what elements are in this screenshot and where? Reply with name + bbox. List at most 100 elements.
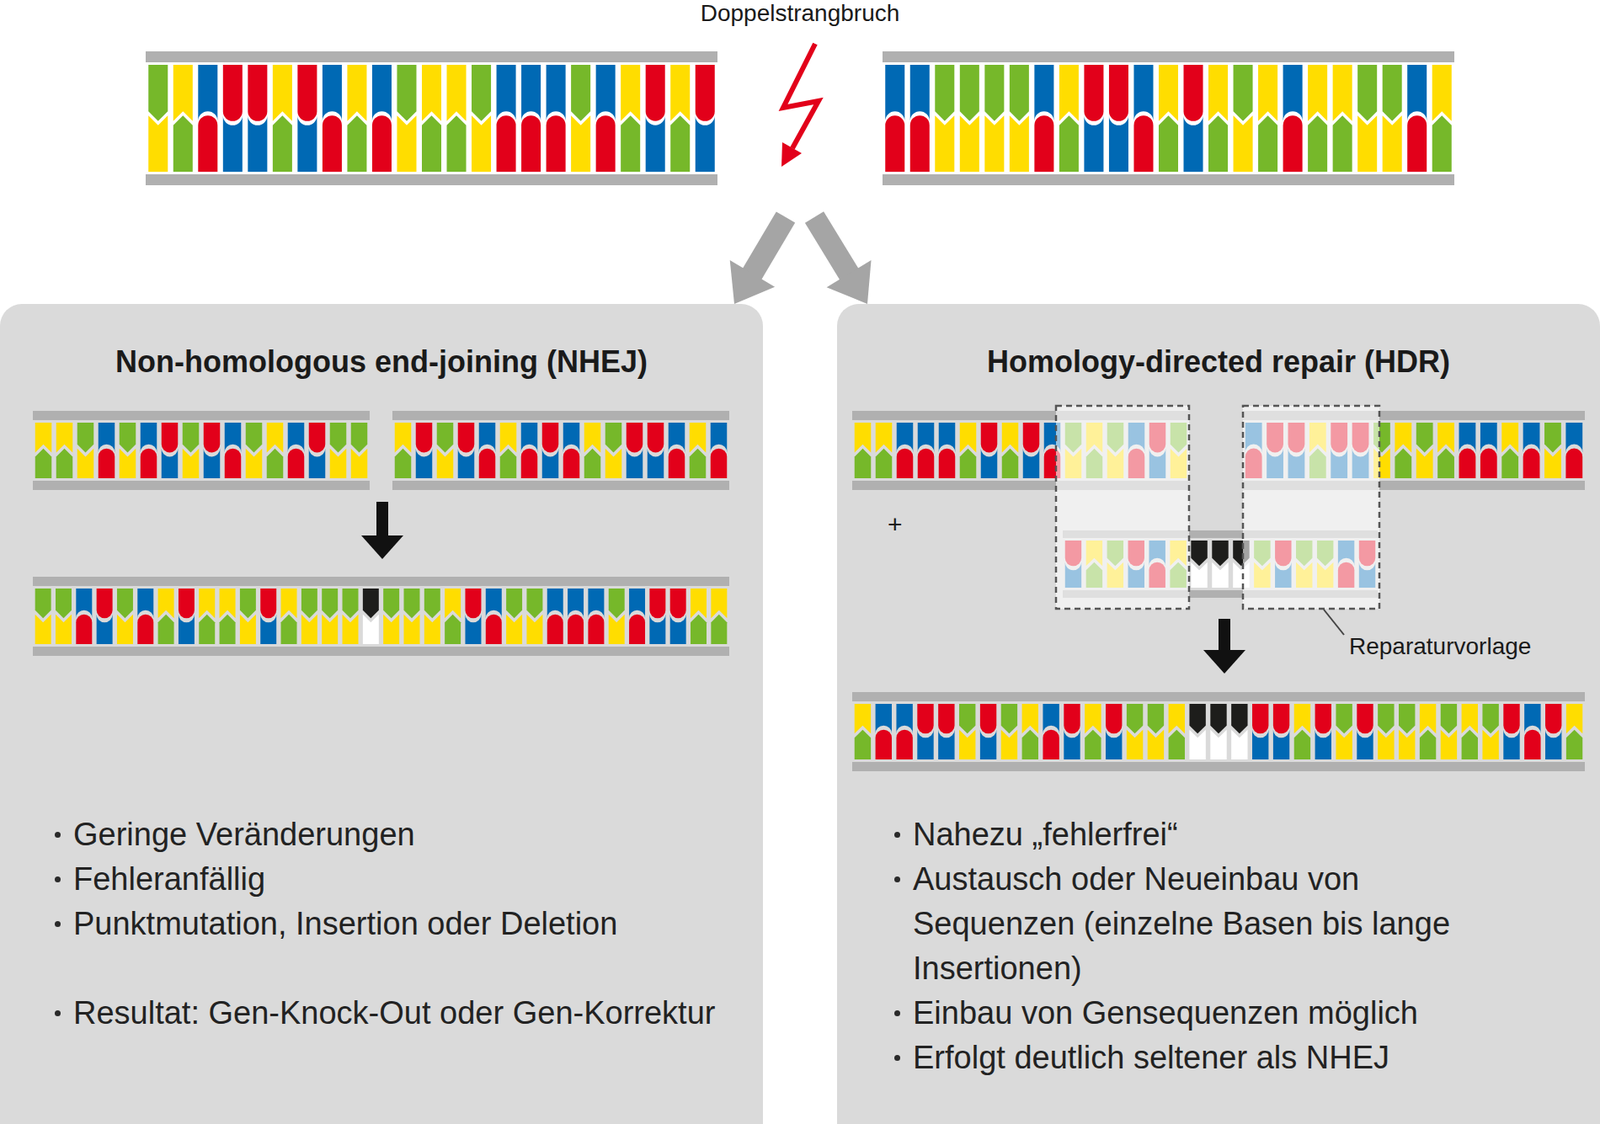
backbone <box>392 480 730 491</box>
base <box>710 422 728 453</box>
base <box>309 422 326 453</box>
base <box>1544 422 1562 453</box>
base <box>56 448 74 479</box>
base <box>917 448 935 479</box>
base <box>1273 704 1290 734</box>
base <box>396 64 416 122</box>
arrow-shaft <box>751 217 786 276</box>
bullet-dot <box>54 1010 61 1017</box>
base <box>1063 730 1080 760</box>
base <box>1407 64 1427 122</box>
base <box>485 614 502 645</box>
base <box>1394 448 1412 479</box>
base <box>1335 704 1352 734</box>
base <box>330 422 347 453</box>
bullet-list: Geringe VeränderungenFehleranfälligPunkt… <box>53 812 722 1036</box>
base <box>260 588 277 619</box>
base <box>458 422 475 453</box>
base <box>1042 704 1059 734</box>
base <box>247 115 267 172</box>
base <box>245 422 263 453</box>
base <box>1480 448 1498 479</box>
base <box>670 588 687 619</box>
base <box>288 422 305 453</box>
bullet-item: Geringe Veränderungen <box>53 812 722 858</box>
base <box>981 422 998 453</box>
base <box>1335 730 1352 760</box>
lightning-head <box>781 142 802 167</box>
base <box>297 64 317 122</box>
step-arrow-head <box>1203 650 1246 674</box>
bullet-item: Resultat: Gen-Knock-Out oder Gen-Korrekt… <box>53 991 722 1036</box>
backbone <box>32 410 370 421</box>
base <box>1022 704 1039 734</box>
base <box>1252 704 1269 734</box>
bullet-list: Nahezu „fehlerfrei“Austausch oder Neuein… <box>892 812 1520 1081</box>
bullet-text: Geringe Veränderungen <box>73 812 722 858</box>
base <box>938 730 955 760</box>
repair-panel: Non-homologous end-joining (NHEJ)Geringe… <box>0 304 763 1124</box>
bullet-item: Fehleranfällig <box>53 857 722 902</box>
base <box>35 588 52 619</box>
base <box>690 588 707 619</box>
base <box>910 64 930 122</box>
base <box>223 115 243 172</box>
base <box>690 614 707 645</box>
base <box>506 614 523 645</box>
base <box>917 704 934 734</box>
base <box>1461 704 1478 734</box>
base <box>272 64 293 122</box>
base <box>596 64 616 122</box>
base <box>526 614 543 645</box>
base <box>35 448 53 479</box>
base <box>1034 115 1054 172</box>
base <box>500 448 518 479</box>
base <box>272 115 293 172</box>
base <box>148 115 168 172</box>
base <box>1357 115 1377 172</box>
base <box>1382 115 1403 172</box>
base <box>1394 422 1412 453</box>
base <box>546 115 566 172</box>
panel-heading: Homology-directed repair (HDR) <box>986 343 1451 381</box>
base <box>710 588 727 619</box>
base <box>322 115 342 172</box>
base <box>1168 704 1185 734</box>
base <box>620 115 640 172</box>
base <box>547 588 564 619</box>
bullet-dot <box>894 876 901 883</box>
base <box>1190 540 1207 566</box>
base <box>1063 704 1080 734</box>
base <box>98 422 116 453</box>
base <box>854 730 871 760</box>
base <box>1356 704 1373 734</box>
base <box>119 448 137 479</box>
base <box>521 422 539 453</box>
base <box>649 588 666 619</box>
backbone <box>882 51 1455 63</box>
base <box>1034 64 1054 122</box>
base <box>148 64 168 122</box>
base <box>620 64 640 122</box>
base <box>626 422 644 453</box>
base <box>938 448 956 479</box>
base <box>1294 730 1311 760</box>
base <box>383 588 400 619</box>
base <box>458 448 475 479</box>
base <box>1083 115 1104 172</box>
base <box>670 614 687 645</box>
base <box>629 614 646 645</box>
base <box>137 614 154 645</box>
base <box>1440 704 1457 734</box>
base <box>464 614 481 645</box>
bullet-text: Resultat: Gen-Knock-Out oder Gen-Korrekt… <box>73 991 722 1036</box>
base <box>178 588 195 619</box>
base <box>875 704 892 734</box>
base <box>1440 730 1457 760</box>
bullet-text: Punktmutation, Insertion oder Deletion <box>73 901 722 947</box>
base <box>421 115 442 172</box>
backbone <box>882 174 1455 186</box>
